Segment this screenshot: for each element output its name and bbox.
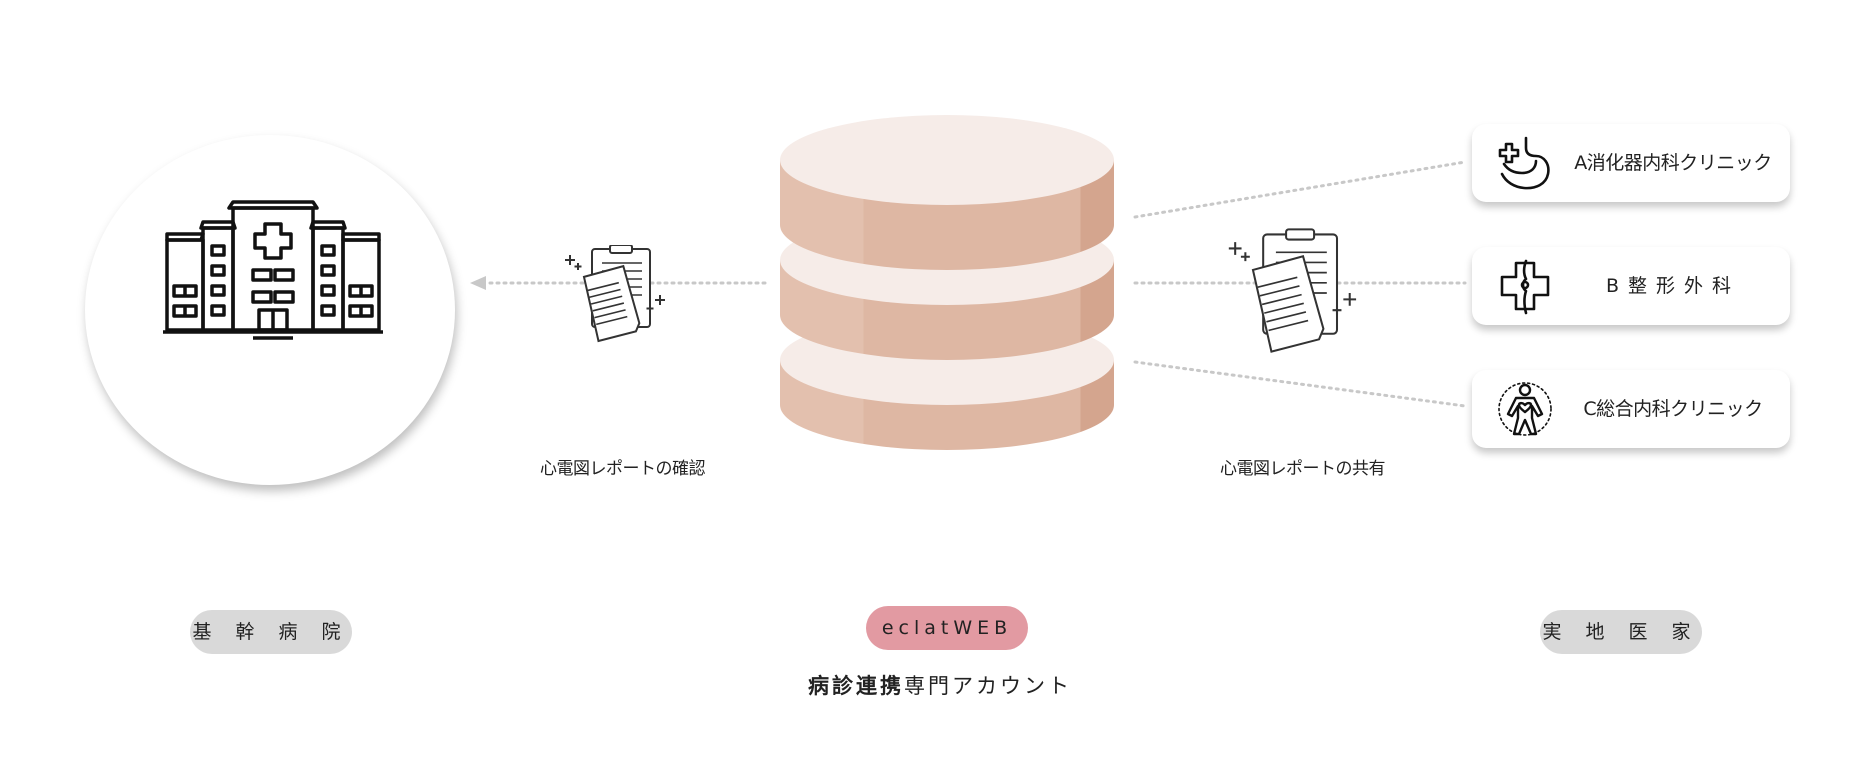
clinic-name-a: A消化器内科クリニック [1574,152,1772,174]
clipboard-report-icon-right [1228,228,1357,353]
clinic-name-b: B整形外科 [1605,275,1741,297]
db-layer-top-top [780,115,1114,205]
clinics-pill: 実 地 医 家 [1540,610,1702,654]
orthopedic-cross-icon [1500,259,1550,315]
hospital-circle [85,135,455,485]
stomach-icon [1498,136,1550,190]
line-db-to-clinic-c [1133,360,1467,408]
account-label-rest: 専門アカウント [904,674,1072,698]
body-heart-icon [1498,382,1552,436]
eclatweb-pill: eclatWEB [866,606,1028,650]
clinic-card-c: C総合内科クリニック [1472,370,1790,448]
report-confirm-label: 心電図レポートの確認 [540,459,706,479]
clinic-card-b: B整形外科 [1472,247,1790,325]
hospital-building-icon [163,200,383,340]
account-label: 病診連携専門アカウント [808,670,1072,700]
database-stack [780,115,1114,450]
account-label-bold: 病診連携 [808,674,904,698]
hospital-pill: 基 幹 病 院 [190,610,352,654]
report-share-label: 心電図レポートの共有 [1220,459,1386,479]
clinic-name-c: C総合内科クリニック [1583,398,1763,420]
arrow-head-to-hospital [470,276,486,290]
line-db-to-clinic-a [1133,160,1467,219]
clinic-card-a: A消化器内科クリニック [1472,124,1790,202]
clipboard-report-icon-left [565,245,665,343]
